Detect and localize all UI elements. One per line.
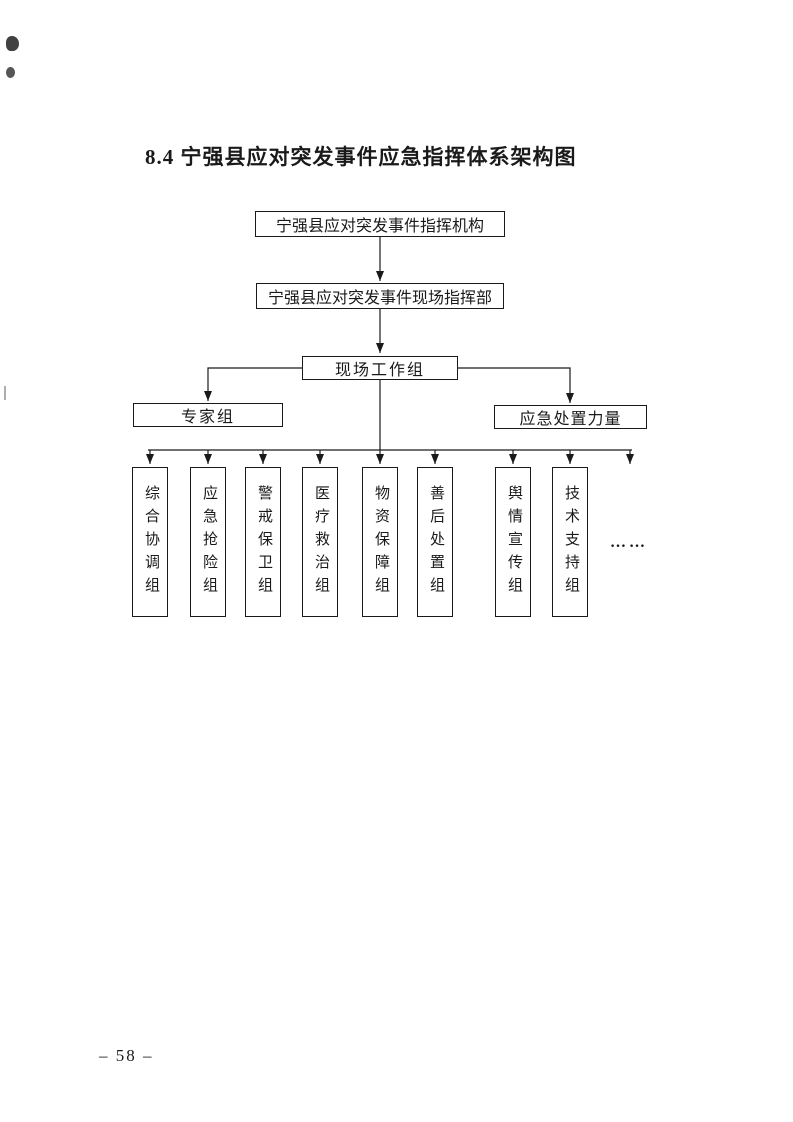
scan-artifact — [6, 36, 19, 51]
scan-artifact — [6, 67, 15, 78]
node-group-aftermath: 善后处置组 — [417, 467, 453, 617]
node-onsite-command: 宁强县应对突发事件现场指挥部 — [256, 283, 504, 309]
node-group-coordination: 综合协调组 — [132, 467, 168, 617]
node-group-rescue: 应急抢险组 — [190, 467, 226, 617]
node-group-publicity: 舆情宣传组 — [495, 467, 531, 617]
node-command-organization: 宁强县应对突发事件指挥机构 — [255, 211, 505, 237]
node-onsite-workgroup: 现场工作组 — [302, 356, 458, 380]
node-group-security: 警戒保卫组 — [245, 467, 281, 617]
node-group-supplies: 物资保障组 — [362, 467, 398, 617]
node-expert-group: 专家组 — [133, 403, 283, 427]
scan-artifact — [4, 386, 6, 400]
node-group-technical: 技术支持组 — [552, 467, 588, 617]
more-groups-ellipsis: …… — [610, 534, 648, 551]
section-title: 8.4 宁强县应对突发事件应急指挥体系架构图 — [145, 145, 577, 169]
node-group-medical: 医疗救治组 — [302, 467, 338, 617]
node-response-force: 应急处置力量 — [494, 405, 647, 429]
page-number: – 58 – — [99, 1046, 154, 1065]
